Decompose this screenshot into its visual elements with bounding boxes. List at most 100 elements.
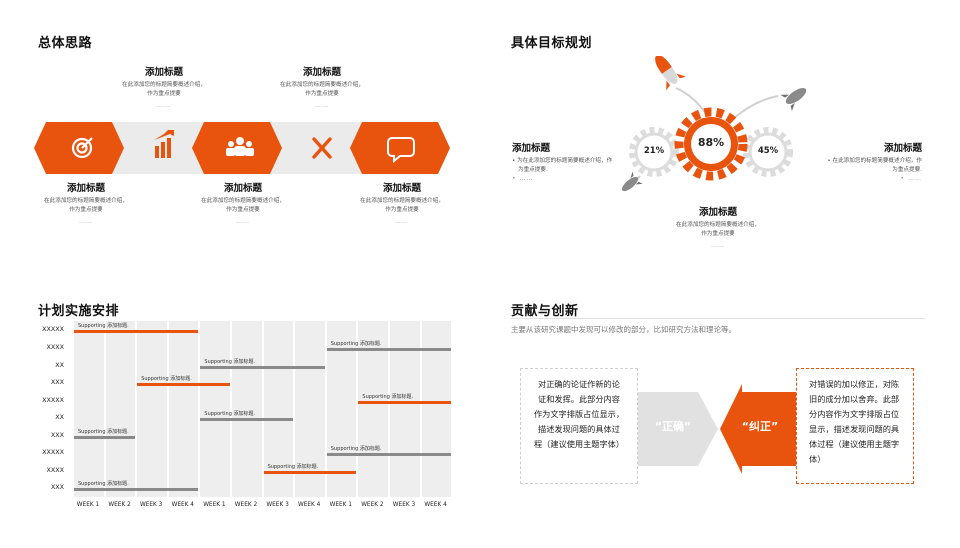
gantt-bar[interactable] [263, 471, 357, 474]
target-icon [71, 137, 93, 159]
team-icon [226, 137, 254, 156]
bottom-item-3-line2: 作为重点提要 [385, 207, 419, 213]
bottom-item-2-dots: …… [236, 218, 250, 225]
gantt-bar[interactable] [74, 488, 199, 491]
gear-right-value: 45% [757, 146, 779, 156]
gantt-bar[interactable] [74, 330, 199, 333]
gantt-column [200, 321, 230, 497]
gantt-bar[interactable] [137, 383, 230, 386]
rectify-box-line5: 体过程（建议使用主题字 [809, 439, 900, 449]
goal-right-dots: • …… [900, 175, 922, 182]
gantt-bar[interactable] [200, 366, 325, 369]
week-label: WEEK 2 [361, 502, 384, 508]
gantt-bar-label: Supporting 添加标题. [362, 394, 414, 400]
row-label: XXXXX [42, 396, 64, 404]
row-label: XXX [50, 483, 64, 491]
gantt-bar-label: Supporting 添加标题. [330, 446, 382, 452]
top-item-2-line2: 作为重点提要 [305, 91, 339, 97]
gear-left [629, 127, 679, 177]
week-label: WEEK 1 [329, 502, 352, 508]
row-label: XXXX [46, 343, 64, 351]
rocket-trail-2 [733, 95, 779, 119]
gantt-column [74, 321, 104, 497]
rocket-icon-small [621, 171, 643, 192]
correct-box: 对正确的论证作新的论 证和发挥。此部分内容 作为文字排版占位显示， 描述发现问题… [520, 368, 638, 484]
top-item-1-title: 添加标题 [144, 67, 183, 78]
gantt-bar[interactable] [326, 453, 452, 456]
correct-arrow-label: “正确” [654, 420, 692, 433]
gantt-bar[interactable] [200, 418, 294, 421]
correction-arrows [638, 384, 796, 474]
bottom-item-3-line1: 在此添加您的标题简要概述介绍， [360, 198, 444, 204]
gantt-bar[interactable] [358, 401, 452, 404]
gantt-bar-label: Supporting 添加标题. [330, 341, 382, 347]
gears-illustration [621, 56, 807, 192]
chevron-orange-1 [34, 122, 124, 174]
goal-right: 添加标题 • 在此添加您的标题简要概述介绍，作 为重点提要. • …… [812, 140, 922, 182]
top-item-1-line2: 作为重点提要 [147, 91, 181, 97]
bottom-item-1-line2: 作为重点提要 [69, 207, 103, 213]
gantt-column [232, 321, 262, 497]
gantt-bar[interactable] [326, 348, 452, 351]
top-item-2-line1: 在此添加您的标题简要概述介绍， [280, 82, 364, 88]
gantt-column [358, 321, 388, 497]
bottom-item-3: 添加标题 在此添加您的标题简要概述介绍， 作为重点提要 …… [342, 180, 462, 225]
process-chevron-strip [34, 122, 450, 174]
bottom-item-2-line2: 作为重点提要 [226, 207, 260, 213]
goal-right-line1-text: 在此添加您的标题简要概述介绍，作 [832, 158, 922, 164]
gear-right [743, 127, 793, 177]
week-label: WEEK 1 [203, 502, 226, 508]
gantt-column [168, 321, 199, 497]
rectify-arrow-label: “纠正” [741, 420, 779, 433]
bottom-item-1: 添加标题 在此添加您的标题简要概述介绍， 作为重点提要 …… [26, 180, 146, 225]
gantt-column [295, 321, 325, 497]
correct-box-line4: 描述发现问题的具体过 [538, 424, 620, 434]
section-divider [511, 318, 925, 319]
gantt-column [421, 321, 452, 497]
contribution-subtitle: 主要从该研究课题中发现可以修改的部分，比如研究方法和理论等。 [511, 325, 736, 334]
gantt-bar[interactable] [74, 436, 136, 439]
rectify-arrow [720, 384, 796, 474]
goal-left-line1-text: 为在此添加您的标题简要概述介绍，作 [517, 158, 613, 164]
row-label: XX [55, 361, 64, 369]
plan-schedule-title: 计划实施安排 [38, 304, 120, 319]
rocket-icon [655, 56, 686, 91]
bottom-item-1-line1: 在此添加您的标题简要概述介绍， [44, 198, 128, 204]
chart-up-icon [154, 130, 174, 158]
goal-bottom-line2: 作为重点提要 [701, 231, 735, 237]
goal-left-title: 添加标题 [512, 143, 551, 154]
bottom-item-2-line1: 在此添加您的标题简要概述介绍， [201, 198, 285, 204]
goal-bottom-line1: 在此添加您的标题简要概述介绍， [676, 222, 760, 228]
gear-center-value: 88% [697, 136, 725, 149]
bottom-item-1-title: 添加标题 [66, 183, 105, 194]
bottom-item-3-dots: …… [395, 218, 409, 225]
correct-box-line5: 程（建议使用主题字体） [533, 439, 625, 449]
goal-right-line2: 为重点提要. [892, 167, 922, 173]
chat-icon [387, 137, 415, 164]
week-label: WEEK 4 [297, 502, 321, 508]
row-label: XXXXX [42, 325, 64, 333]
rectify-box-line3: 分内容作为文字排版占位 [809, 409, 900, 419]
gantt-column [137, 321, 167, 497]
correct-box-line2: 证和发挥。此部分内容 [538, 394, 620, 404]
rectify-box-line6: 体） [809, 454, 826, 464]
week-label: WEEK 2 [108, 502, 131, 508]
gantt-bar-label: Supporting 添加标题. [141, 376, 192, 382]
rectify-box-line1: 对错误的加以修正，对陈 [809, 379, 900, 389]
row-label: XXX [50, 378, 64, 386]
top-item-1-dots: …… [157, 102, 171, 109]
week-label: WEEK 4 [424, 502, 447, 508]
overall-idea-title: 总体思路 [38, 36, 93, 51]
correct-arrow [638, 392, 718, 466]
bottom-item-2-title: 添加标题 [223, 183, 262, 194]
rectify-box-line2: 旧的成分加以舍弃。此部 [809, 394, 900, 404]
correct-box-line1: 对正确的论证作新的论 [538, 379, 620, 389]
rocket-trail-1 [675, 87, 707, 115]
goal-bottom: 添加标题 在此添加您的标题简要概述介绍， 作为重点提要 …… [656, 204, 780, 249]
gantt-bar-label: Supporting 添加标题. [78, 481, 129, 487]
rectify-box: 对错误的加以修正，对陈 旧的成分加以舍弃。此部 分内容作为文字排版占位 显示，描… [796, 368, 914, 484]
row-label: XX [55, 413, 64, 421]
gantt-bar-label: Supporting 添加标题. [204, 411, 256, 417]
gantt-column [105, 321, 136, 497]
top-item-2-dots: …… [315, 102, 329, 109]
